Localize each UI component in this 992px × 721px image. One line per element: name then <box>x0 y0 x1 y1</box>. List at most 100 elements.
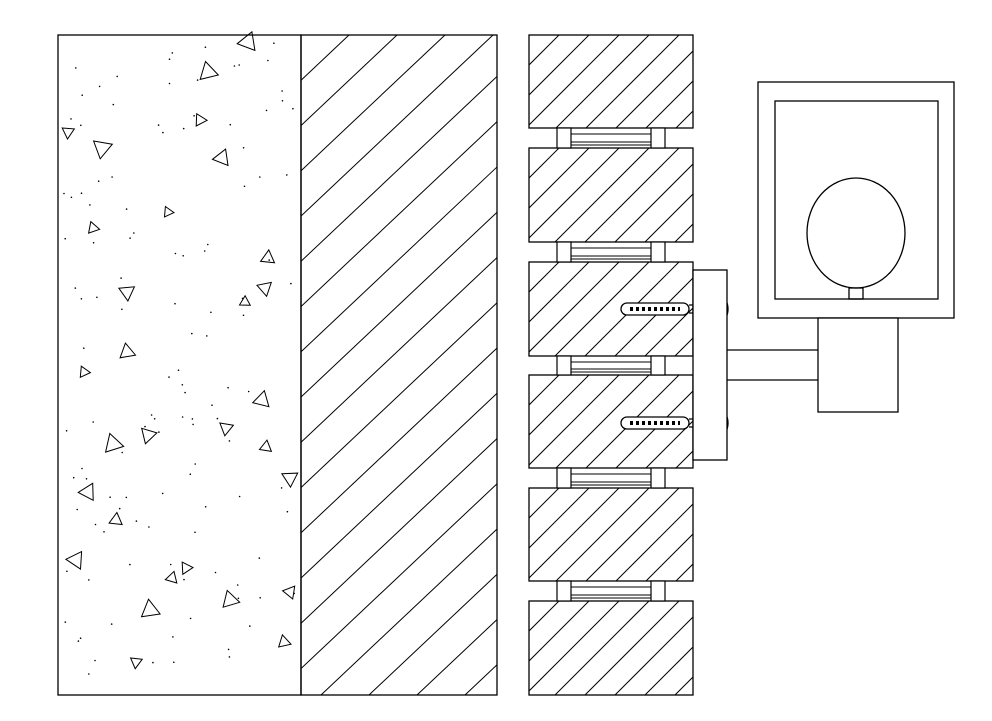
hatch-line <box>301 302 497 489</box>
insulation-layer-outline <box>300 34 498 696</box>
aggregate-dot <box>112 103 115 106</box>
hatch-line <box>301 35 398 127</box>
aggregate-triangle <box>195 112 209 127</box>
aggregate-dot <box>80 192 83 194</box>
aggregate-dot <box>286 174 288 176</box>
panel-joint <box>556 127 666 149</box>
aggregate-dot <box>281 100 284 102</box>
hatch-line <box>529 148 590 209</box>
panel-joint <box>556 467 666 489</box>
hatch-line <box>644 307 693 356</box>
aggregate-dot <box>259 597 262 599</box>
fixture-outer-frame <box>757 81 955 319</box>
panel-hatch <box>529 601 693 695</box>
hatch-line <box>301 347 497 534</box>
aggregate-dot <box>64 621 67 623</box>
aggregate-dot <box>182 127 185 130</box>
aggregate-dot <box>66 570 68 573</box>
aggregate-dot <box>210 311 212 314</box>
hatch-line <box>529 488 620 579</box>
hatch-line <box>555 375 650 468</box>
aggregate-dot <box>216 417 219 420</box>
aggregate-dot <box>110 623 113 625</box>
aggregate-triangle <box>140 598 162 618</box>
aggregate-dot <box>162 131 164 134</box>
aggregate-dot <box>94 659 96 662</box>
hatch-line <box>368 573 497 695</box>
aggregate-dot <box>196 79 199 81</box>
aggregate-dot <box>81 467 83 470</box>
aggregate-dot <box>290 282 292 285</box>
aggregate-dot <box>97 180 100 182</box>
aggregate-dot <box>259 176 261 178</box>
aggregate-triangle <box>141 427 158 445</box>
joint-clip <box>556 241 572 263</box>
aggregate-dot <box>125 496 128 499</box>
hatch-line <box>555 35 650 128</box>
aggregate-dot <box>109 496 111 499</box>
joint-clip <box>556 580 572 602</box>
aggregate-triangle <box>64 550 83 571</box>
aggregate-dot <box>207 243 209 246</box>
aggregate-dot <box>268 259 271 261</box>
light-fixture <box>757 81 955 413</box>
aggregate-dot <box>189 473 192 476</box>
hatch-line <box>301 256 497 444</box>
aggregate-triangle <box>129 657 144 670</box>
hatch-line <box>674 337 693 356</box>
hatch-line <box>529 488 530 489</box>
aggregate-dot <box>174 302 176 305</box>
aggregate-triangle <box>222 589 241 608</box>
hatch-line <box>301 437 497 625</box>
hatch-line <box>585 35 680 128</box>
aggregate-dot <box>121 451 123 454</box>
joint-clip <box>650 467 666 489</box>
insulation-hatch <box>301 35 497 695</box>
aggregate-triangle <box>181 561 194 576</box>
aggregate-dot <box>85 478 88 480</box>
mounting-box <box>817 317 899 413</box>
aggregate-dot <box>249 625 251 627</box>
aggregate-dot <box>181 384 184 386</box>
hatch-line <box>554 601 650 695</box>
panel-outline <box>528 34 694 129</box>
aggregate-triangle <box>77 482 94 502</box>
hatch-line <box>584 148 680 242</box>
joint-clip <box>650 127 666 149</box>
hatch-line <box>529 375 530 376</box>
aggregate-dot <box>191 332 193 335</box>
aggregate-dot <box>171 52 174 54</box>
hatch-line <box>674 223 693 242</box>
aggregate-dot <box>243 185 246 188</box>
aggregate-dot <box>242 314 245 317</box>
aggregate-dot <box>191 418 194 420</box>
aggregate-dot <box>237 597 240 600</box>
hatch-line <box>585 488 680 581</box>
hatch-line <box>301 483 497 670</box>
aggregate-dot <box>83 347 85 350</box>
hatch-line <box>301 35 350 81</box>
aggregate-dot <box>89 204 91 206</box>
aggregate-dot <box>194 531 196 534</box>
aggregate-dot <box>184 391 186 394</box>
aggregate-triangle <box>199 60 220 81</box>
hatch-line <box>554 148 650 242</box>
aggregate-dot <box>79 637 82 639</box>
panel-hatch <box>529 35 693 128</box>
aggregate-dot <box>65 430 68 432</box>
hatch-line <box>301 211 497 398</box>
aggregate-dot <box>194 463 196 465</box>
hatch-line <box>554 262 650 356</box>
aggregate-dot <box>77 640 80 642</box>
aggregate-triangle <box>256 281 273 298</box>
aggregate-triangle <box>104 432 125 453</box>
aggregate-dot <box>236 584 239 586</box>
aggregate-dot <box>183 578 185 581</box>
aggregate-dot <box>203 250 206 252</box>
hatch-line <box>529 601 560 632</box>
aggregate-triangle <box>277 633 292 648</box>
aggregate-triangle <box>164 570 178 584</box>
hatch-line <box>529 262 530 263</box>
aggregate-triangle <box>79 365 92 379</box>
aggregate-dot <box>173 661 175 664</box>
